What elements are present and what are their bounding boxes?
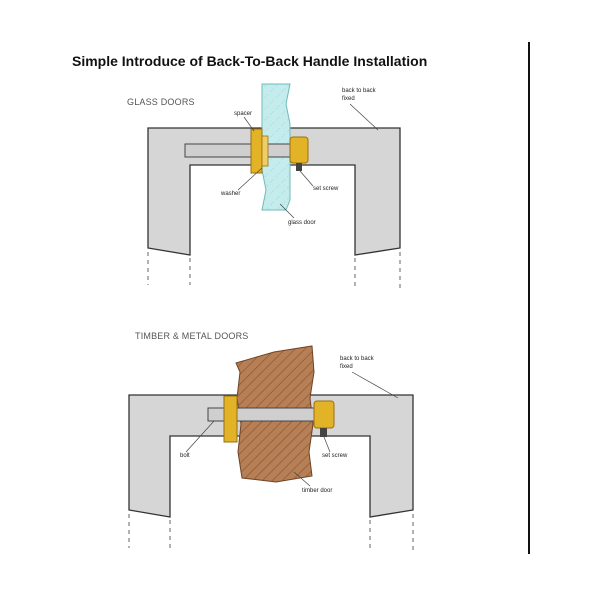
glass-washer — [261, 135, 269, 167]
timber-metal-doors-heading: TIMBER & METAL DOORS — [135, 331, 249, 341]
timber-fixed-label: fixed — [340, 364, 353, 370]
glass-fixed-label: fixed — [342, 96, 355, 102]
timber-handle-dashed-legs — [128, 514, 414, 552]
glass-bolt — [184, 143, 302, 158]
vertical-divider — [528, 42, 530, 554]
glass-back-to-back-label: back to back — [342, 88, 377, 94]
timber-set-screw-nut — [313, 400, 335, 429]
glass-spacer — [250, 128, 263, 174]
glass-doors-heading: GLASS DOORS — [127, 97, 195, 107]
glass-handle — [147, 127, 401, 256]
glass-set-screw-label: set screw — [313, 186, 339, 192]
timber-handle — [128, 394, 414, 518]
timber-spacer — [223, 395, 238, 443]
timber-doors-diagram: back to back fixed bolt set screw timber… — [128, 345, 414, 552]
timber-door-label: timber door — [302, 488, 332, 494]
glass-doors-diagram: back to back fixed spacer washer set scr… — [147, 83, 401, 290]
glass-leader-lines — [237, 103, 379, 219]
timber-bolt-label: bolt — [180, 453, 190, 459]
timber-back-to-back-label: back to back — [340, 356, 375, 362]
glass-handle-dashed-legs — [147, 252, 401, 290]
timber-leader-lines — [185, 371, 399, 487]
glass-door-label: glass door — [288, 220, 316, 226]
timber-set-screw-stub — [320, 428, 327, 437]
glass-set-screw-nut — [289, 136, 309, 164]
glass-spacer-label: spacer — [234, 111, 252, 117]
timber-set-screw-label: set screw — [322, 453, 348, 459]
page-title: Simple Introduce of Back-To-Back Handle … — [72, 53, 428, 69]
glass-set-screw-stub — [296, 163, 302, 171]
glass-washer-label: washer — [220, 191, 240, 197]
